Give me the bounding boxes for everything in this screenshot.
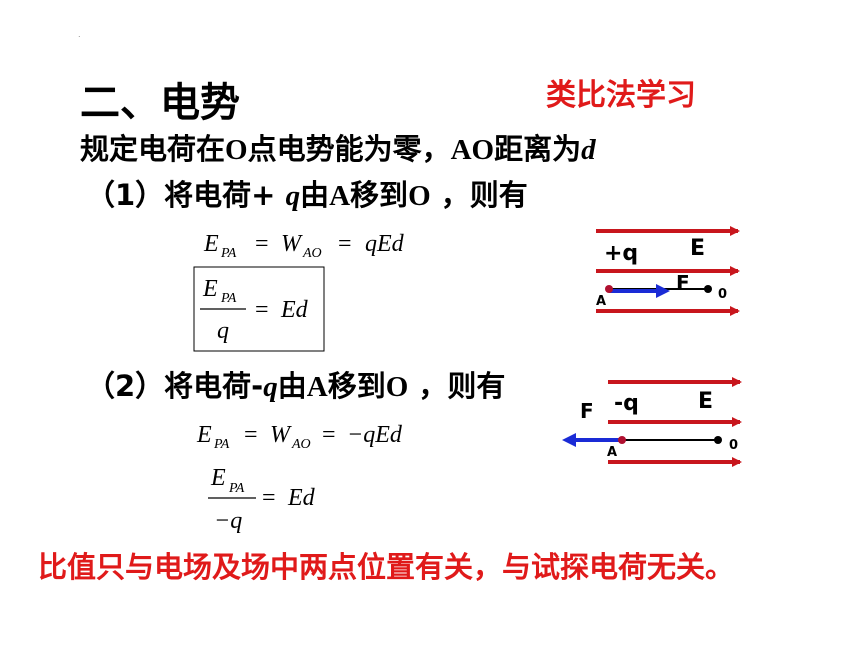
f1-W: W bbox=[281, 231, 303, 257]
f1-E: E bbox=[203, 231, 219, 257]
point-a-label: A bbox=[596, 294, 606, 309]
step1-o: O bbox=[408, 180, 431, 212]
charge-label: -q bbox=[614, 391, 639, 416]
f1-eq2: = bbox=[338, 231, 352, 257]
f3-W: W bbox=[270, 422, 292, 448]
step1-q: q bbox=[285, 180, 301, 212]
premise-d: d bbox=[581, 134, 596, 166]
step2-tail: ，则有 bbox=[408, 369, 506, 403]
f3-eq2: = bbox=[322, 422, 336, 448]
charge-dot bbox=[618, 436, 626, 444]
point-o-dot bbox=[704, 285, 712, 293]
premise-dist: 距离为 bbox=[494, 132, 582, 166]
f4-sub-pa: PA bbox=[228, 481, 245, 496]
f2-eq: = bbox=[255, 297, 269, 323]
analogy-tag: 类比法学习 bbox=[546, 78, 696, 113]
f1-sub-ao: AO bbox=[302, 246, 322, 261]
charge-dot bbox=[605, 285, 613, 293]
conclusion-line: 比值只与电场及场中两点位置有关，与试探电荷无关。 bbox=[38, 550, 735, 584]
step2-mid: 由 bbox=[277, 369, 307, 403]
f4-rhs: Ed bbox=[287, 485, 316, 511]
charge-label: +q bbox=[604, 241, 638, 266]
point-o-label: 0 bbox=[718, 287, 727, 302]
f3-sub-pa: PA bbox=[213, 437, 230, 452]
field-diagram-1: +q E F A 0 bbox=[596, 226, 740, 316]
formula-2-box bbox=[193, 266, 325, 352]
f2-rhs: Ed bbox=[280, 297, 309, 323]
step-1-line: （1）将电荷+ q由A移到O ，则有 bbox=[86, 172, 528, 214]
force-label: F bbox=[580, 399, 594, 423]
step-2-line: （2）将电荷-q由A移到O ，则有 bbox=[86, 363, 505, 405]
premise-line: 规定电荷在O点电势能为零，AO距离为d bbox=[80, 126, 596, 168]
f4-eq: = bbox=[262, 485, 276, 511]
step1-move: 移到 bbox=[350, 178, 409, 212]
step1-tail: ，则有 bbox=[430, 178, 528, 212]
f1-sub-pa: PA bbox=[220, 246, 237, 261]
f3-rhs: −qEd bbox=[347, 422, 403, 448]
f3-sub-ao: AO bbox=[291, 437, 311, 452]
f2-E: E bbox=[202, 276, 218, 302]
stray-dot: . bbox=[78, 30, 81, 39]
premise-point-o: O bbox=[225, 134, 248, 166]
point-a-label: A bbox=[607, 445, 617, 460]
f3-eq1: = bbox=[244, 422, 258, 448]
f2-den: q bbox=[217, 318, 229, 344]
premise-prefix: 规定电荷在 bbox=[80, 132, 226, 166]
step1-a: A bbox=[329, 180, 351, 212]
force-label: F bbox=[676, 271, 690, 295]
point-o-label: 0 bbox=[729, 438, 738, 453]
premise-mid: 点电势能为零， bbox=[247, 132, 451, 166]
point-o-dot bbox=[714, 436, 722, 444]
f3-E: E bbox=[196, 422, 212, 448]
field-diagram-2: -q E F A 0 bbox=[562, 377, 742, 467]
step2-o: O bbox=[385, 371, 409, 403]
step1-mid: 由 bbox=[300, 178, 330, 212]
formula-4: E PA −q = Ed bbox=[208, 465, 316, 534]
step2-a: A bbox=[306, 371, 328, 403]
field-label-e: E bbox=[698, 389, 713, 414]
formula-1: E PA = W AO = qEd bbox=[203, 231, 405, 261]
formula-2: E PA q = Ed bbox=[193, 266, 325, 352]
f1-eq1: = bbox=[255, 231, 269, 257]
step1-prefix: （1）将电荷+ bbox=[86, 178, 286, 212]
f4-E: E bbox=[210, 465, 226, 491]
f2-sub-pa: PA bbox=[220, 291, 237, 306]
premise-ao: AO bbox=[450, 134, 495, 166]
step2-move: 移到 bbox=[327, 369, 386, 403]
field-label-e: E bbox=[690, 236, 705, 261]
step2-q: q bbox=[263, 371, 278, 403]
f1-rhs: qEd bbox=[365, 231, 405, 257]
formula-3: E PA = W AO = −qEd bbox=[196, 422, 403, 452]
section-heading: 二、电势 bbox=[80, 80, 240, 126]
step2-prefix: （2）将电荷- bbox=[86, 369, 264, 403]
f4-den: −q bbox=[214, 508, 242, 534]
